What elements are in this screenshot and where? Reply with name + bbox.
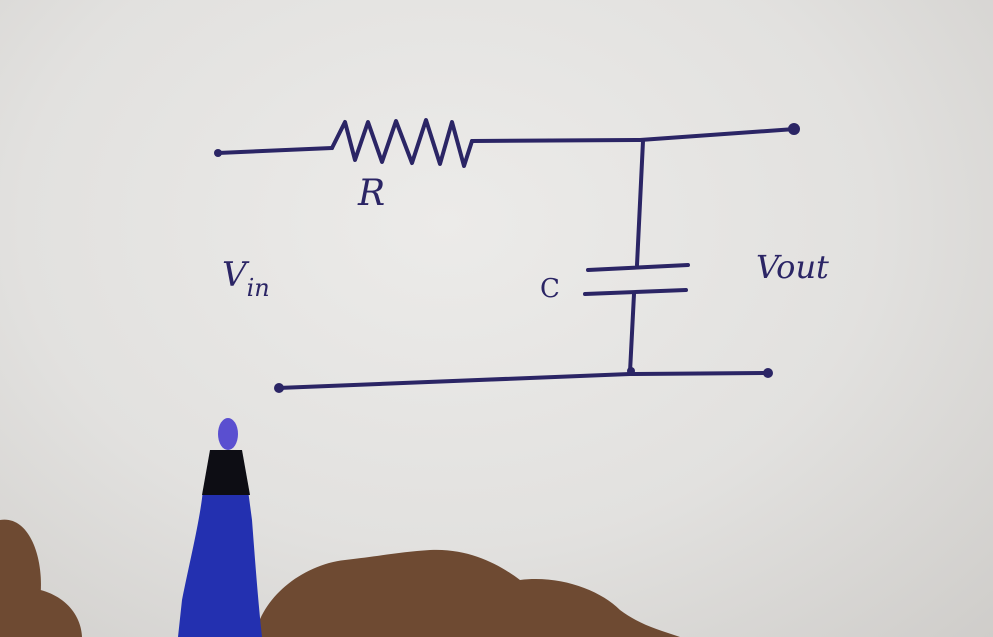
bottom-wire: [276, 371, 770, 390]
capacitor-top-lead: [635, 139, 645, 267]
capacitor-junction-node: [627, 367, 635, 375]
capacitor-bottom-lead: [628, 292, 636, 374]
input-top-terminal: [214, 149, 222, 157]
vin-label: Vin: [222, 258, 270, 300]
left-finger-lower: [0, 587, 82, 637]
vin-label-sub: in: [246, 274, 270, 302]
vin-label-main: V: [222, 255, 247, 295]
resistor-zigzag: [330, 118, 474, 168]
output-bottom-terminal: [763, 368, 773, 378]
capacitor-top-plate: [586, 263, 690, 272]
capacitor-bottom-plate: [583, 288, 688, 296]
pen-body: [178, 490, 262, 637]
hand: [0, 519, 680, 637]
output-top-terminal: [788, 123, 800, 135]
capacitor-label: C: [540, 274, 560, 304]
input-wire: [216, 146, 334, 155]
input-bottom-terminal: [274, 383, 284, 393]
resistor-label: R: [358, 173, 386, 214]
pen-grip: [202, 450, 250, 495]
top-wire: [470, 127, 797, 143]
right-knuckles: [255, 549, 680, 637]
pen-ink-ball: [218, 418, 238, 450]
vout-label: Vout: [756, 248, 829, 286]
pen: [178, 418, 262, 637]
